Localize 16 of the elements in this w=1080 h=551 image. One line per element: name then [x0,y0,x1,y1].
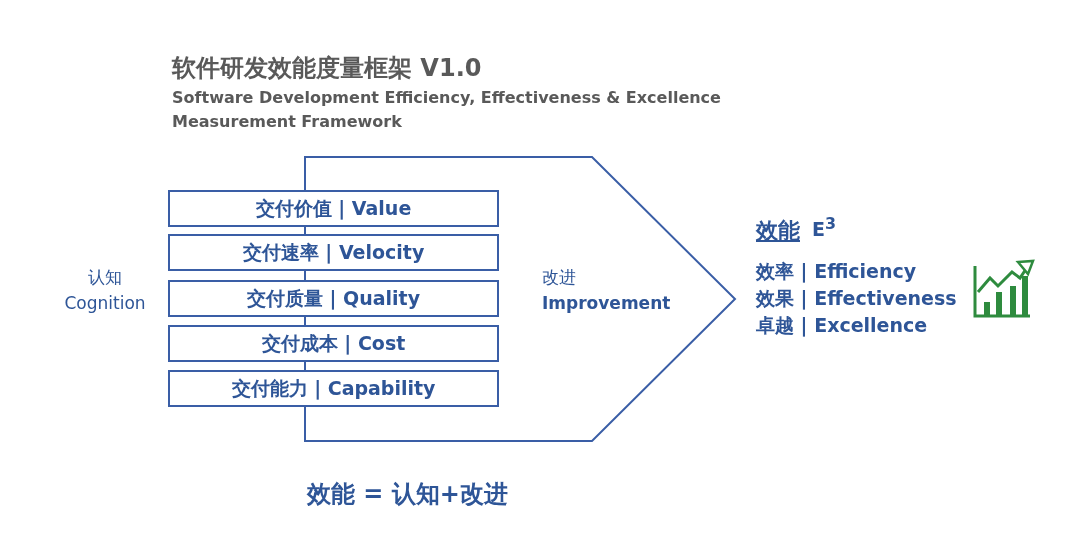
formula: 效能 = 认知+改进 [307,479,508,510]
metric-box: 交付能力 | Capability [168,370,499,407]
metric-box: 交付质量 | Quality [168,280,499,317]
shape-heading: 改进 [542,266,577,289]
metric-label: 效果 | Effectiveness [756,286,957,312]
metric-box: 交付速率 | Velocity [168,234,499,271]
metric-box: 交付价值 | Value [168,190,499,227]
title: 软件研发效能度量框架 V1.0 [172,53,482,84]
subtitle: Software Development Efficiency, Effectiveness & Excellence Measurement Framework [172,87,722,133]
shape-subtitle: Improvement [542,292,671,315]
metric-label: 效率 | Efficiency [756,259,917,285]
metric-box: 交付成本 | Cost [168,325,499,362]
side-label: 认知 Cognition [63,266,147,315]
heading: 效能 [756,217,800,245]
metric-label: 卓越 | Excellence [756,313,928,339]
heading-suffix: E$^{3}$ [812,214,836,241]
